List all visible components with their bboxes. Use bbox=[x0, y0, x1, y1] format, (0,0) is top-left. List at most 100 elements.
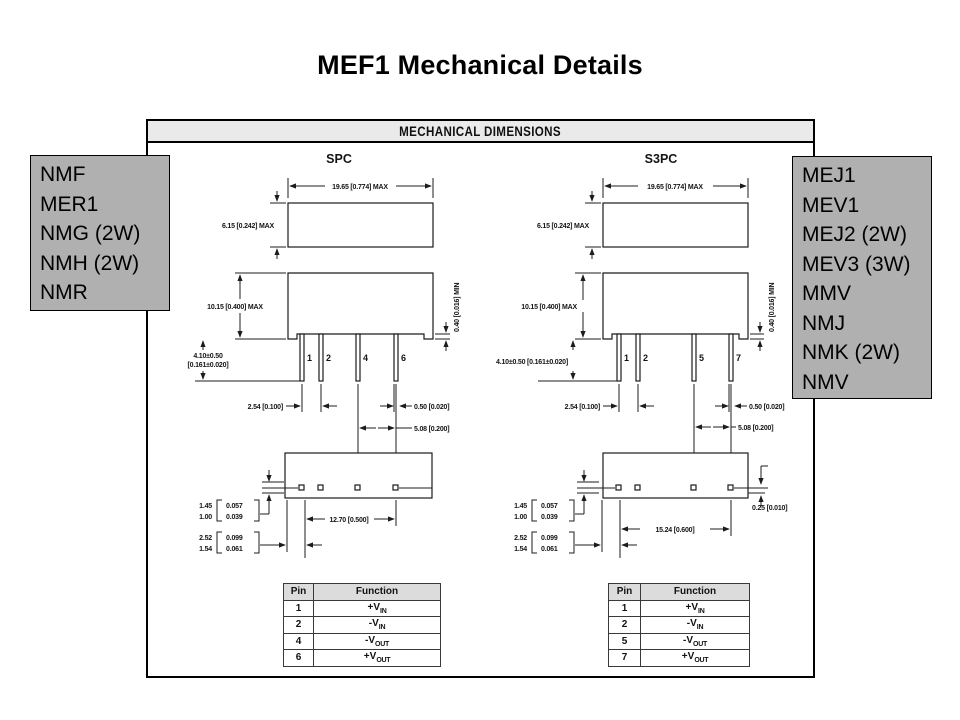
col-header-function: Function bbox=[313, 583, 441, 601]
table-row: 6 +VOUT bbox=[283, 649, 441, 667]
function-subscript: OUT bbox=[376, 657, 391, 665]
spc-pad bbox=[317, 484, 324, 491]
s3pc-pin bbox=[635, 333, 641, 382]
s3pc-pin bbox=[616, 333, 622, 382]
s3pc-package-label: S3PC bbox=[645, 152, 678, 166]
table-header-row: Pin Function bbox=[608, 583, 750, 601]
spc-pin bbox=[318, 333, 324, 382]
spc-dim-pin-span-label: 5.08 [0.200] bbox=[414, 426, 449, 433]
spc-pad-offset-in1: 0.057 bbox=[226, 503, 243, 510]
spc-pad-edge-in1: 0.099 bbox=[226, 535, 243, 542]
model-item: MEV1 bbox=[802, 193, 860, 217]
spc-dim-pitch-label: 2.54 [0.100] bbox=[248, 404, 283, 411]
function-text: -V bbox=[368, 618, 379, 630]
s3pc-pin-dimensions: 2.54 [0.100] 0.50 [0.020] 5.08 [0.200] bbox=[565, 384, 785, 485]
s3pc-pad bbox=[615, 484, 622, 491]
function-cell: +VOUT bbox=[313, 649, 441, 667]
pin-cell: 1 bbox=[608, 599, 641, 617]
function-cell: +VIN bbox=[313, 599, 441, 617]
spc-dim-body-height-label: 6.15 [0.242] MAX bbox=[222, 223, 275, 230]
s3pc-pin-number: 2 bbox=[643, 353, 648, 363]
model-item: MEJ2 (2W) bbox=[802, 223, 907, 246]
function-subscript: OUT bbox=[694, 657, 709, 665]
s3pc-pin-number: 1 bbox=[624, 353, 629, 363]
panel-header-bar: MECHANICAL DIMENSIONS bbox=[148, 121, 813, 143]
spc-dim-standoff-label: 0.40 [0.016] MIN bbox=[454, 283, 461, 332]
spc-pin-number: 2 bbox=[326, 353, 331, 363]
left-model-list: NMF MER1 NMG (2W) NMH (2W) NMR bbox=[30, 155, 170, 311]
pin-cell: 1 bbox=[283, 599, 314, 617]
spc-pad-edge-in2: 0.061 bbox=[226, 546, 243, 553]
spc-pad-offset-mm2: 1.00 bbox=[199, 514, 212, 521]
s3pc-pin-table: Pin Function 1 +VIN 2 -VIN 5 -VOUT 7 +VO… bbox=[608, 583, 750, 667]
spc-pin-table: Pin Function 1 +VIN 2 -VIN 4 -VOUT 6 +VO… bbox=[283, 583, 441, 667]
s3pc-pad-edge-mm2: 1.54 bbox=[514, 546, 527, 553]
col-header-function: Function bbox=[640, 583, 750, 601]
s3pc-pad-offset-mm2: 1.00 bbox=[514, 514, 527, 521]
table-row: 1 +VIN bbox=[283, 599, 441, 617]
model-item: MEJ1 bbox=[802, 164, 856, 187]
s3pc-pin-number: 5 bbox=[699, 353, 704, 363]
s3pc-pin bbox=[728, 333, 734, 382]
table-row: 5 -VOUT bbox=[608, 632, 750, 650]
s3pc-pin bbox=[691, 333, 697, 382]
s3pc-top-view: 19.65 [0.774] MAX 6.15 [0.242] MAX bbox=[537, 178, 749, 259]
model-item: MMV bbox=[802, 282, 851, 305]
function-subscript: IN bbox=[380, 607, 387, 615]
spc-dim-height-label: 10.15 [0.400] MAX bbox=[207, 304, 263, 311]
function-subscript: OUT bbox=[375, 640, 389, 648]
page-title: MEF1 Mechanical Details bbox=[317, 50, 643, 80]
s3pc-dim-pad-row-span-label: 15.24 [0.600] bbox=[655, 527, 694, 534]
model-item: NMV bbox=[802, 370, 849, 394]
pin-cell: 6 bbox=[283, 649, 314, 667]
spc-pin-number: 6 bbox=[401, 353, 406, 363]
s3pc-top-view-outline bbox=[602, 202, 749, 248]
function-text: +V bbox=[685, 601, 699, 613]
function-text: +V bbox=[681, 651, 695, 663]
right-model-list: MEJ1 MEV1 MEJ2 (2W) MEV3 (3W) MMV NMJ NM… bbox=[792, 156, 932, 399]
pin-cell: 4 bbox=[283, 632, 314, 650]
s3pc-pad-offset-in1: 0.057 bbox=[541, 503, 558, 510]
pin-cell: 2 bbox=[608, 616, 641, 634]
spc-dim-pin-length-mm-label: 4.10±0.50 bbox=[193, 353, 223, 360]
spc-pin-number: 1 bbox=[307, 353, 312, 363]
spc-top-view: 19.65 [0.774] MAX 6.15 [0.242] MAX bbox=[222, 178, 434, 259]
pin-cell: 2 bbox=[283, 616, 314, 634]
s3pc-pin-number: 7 bbox=[736, 353, 741, 363]
spc-dim-pin-width-label: 0.50 [0.020] bbox=[414, 404, 449, 411]
s3pc-bottom-view-outline bbox=[602, 452, 749, 499]
function-text: +V bbox=[363, 651, 377, 663]
spc-pad bbox=[392, 484, 399, 491]
model-item: MER1 bbox=[40, 192, 99, 216]
table-header-row: Pin Function bbox=[283, 583, 441, 601]
function-subscript: IN bbox=[698, 607, 705, 615]
s3pc-dim-pin-span-label: 5.08 [0.200] bbox=[738, 425, 773, 432]
s3pc-dim-width-label: 19.65 [0.774] MAX bbox=[647, 184, 703, 191]
s3pc-bottom-view: 0.25 [0.010] 1.45 1.00 0.057 0.039 2.52 … bbox=[514, 452, 788, 558]
s3pc-dim-body-height-label: 6.15 [0.242] MAX bbox=[537, 223, 590, 230]
function-cell: +VIN bbox=[640, 599, 750, 617]
spc-pad bbox=[298, 484, 305, 491]
spc-pad-offset-mm1: 1.45 bbox=[199, 503, 212, 510]
s3pc-pad-offset-mm1: 1.45 bbox=[514, 503, 527, 510]
s3pc-pad-offset-in2: 0.039 bbox=[541, 514, 558, 521]
spc-package-label: SPC bbox=[326, 152, 352, 166]
spc-pad-edge-mm1: 2.52 bbox=[199, 535, 212, 542]
s3pc-pad-edge-in1: 0.099 bbox=[541, 535, 558, 542]
pin-cell: 5 bbox=[608, 632, 641, 650]
table-row: 7 +VOUT bbox=[608, 649, 750, 667]
s3pc-dim-standoff-label: 0.40 [0.016] MIN bbox=[769, 283, 776, 332]
function-text: -V bbox=[686, 618, 697, 630]
col-header-pin: Pin bbox=[608, 583, 641, 601]
function-cell: +VOUT bbox=[640, 649, 750, 667]
s3pc-pad bbox=[727, 484, 734, 491]
spc-pad bbox=[354, 484, 361, 491]
s3pc-pad bbox=[690, 484, 697, 491]
spc-dim-pad-row-span-label: 12.70 [0.500] bbox=[329, 517, 368, 524]
spc-body-outline bbox=[287, 272, 434, 340]
spc-dim-pin-length-in-label: [0.161±0.020] bbox=[188, 362, 229, 369]
spc-pin bbox=[299, 333, 305, 382]
model-item: MEV3 (3W) bbox=[802, 252, 911, 276]
s3pc-dim-height-label: 10.15 [0.400] MAX bbox=[521, 304, 577, 311]
